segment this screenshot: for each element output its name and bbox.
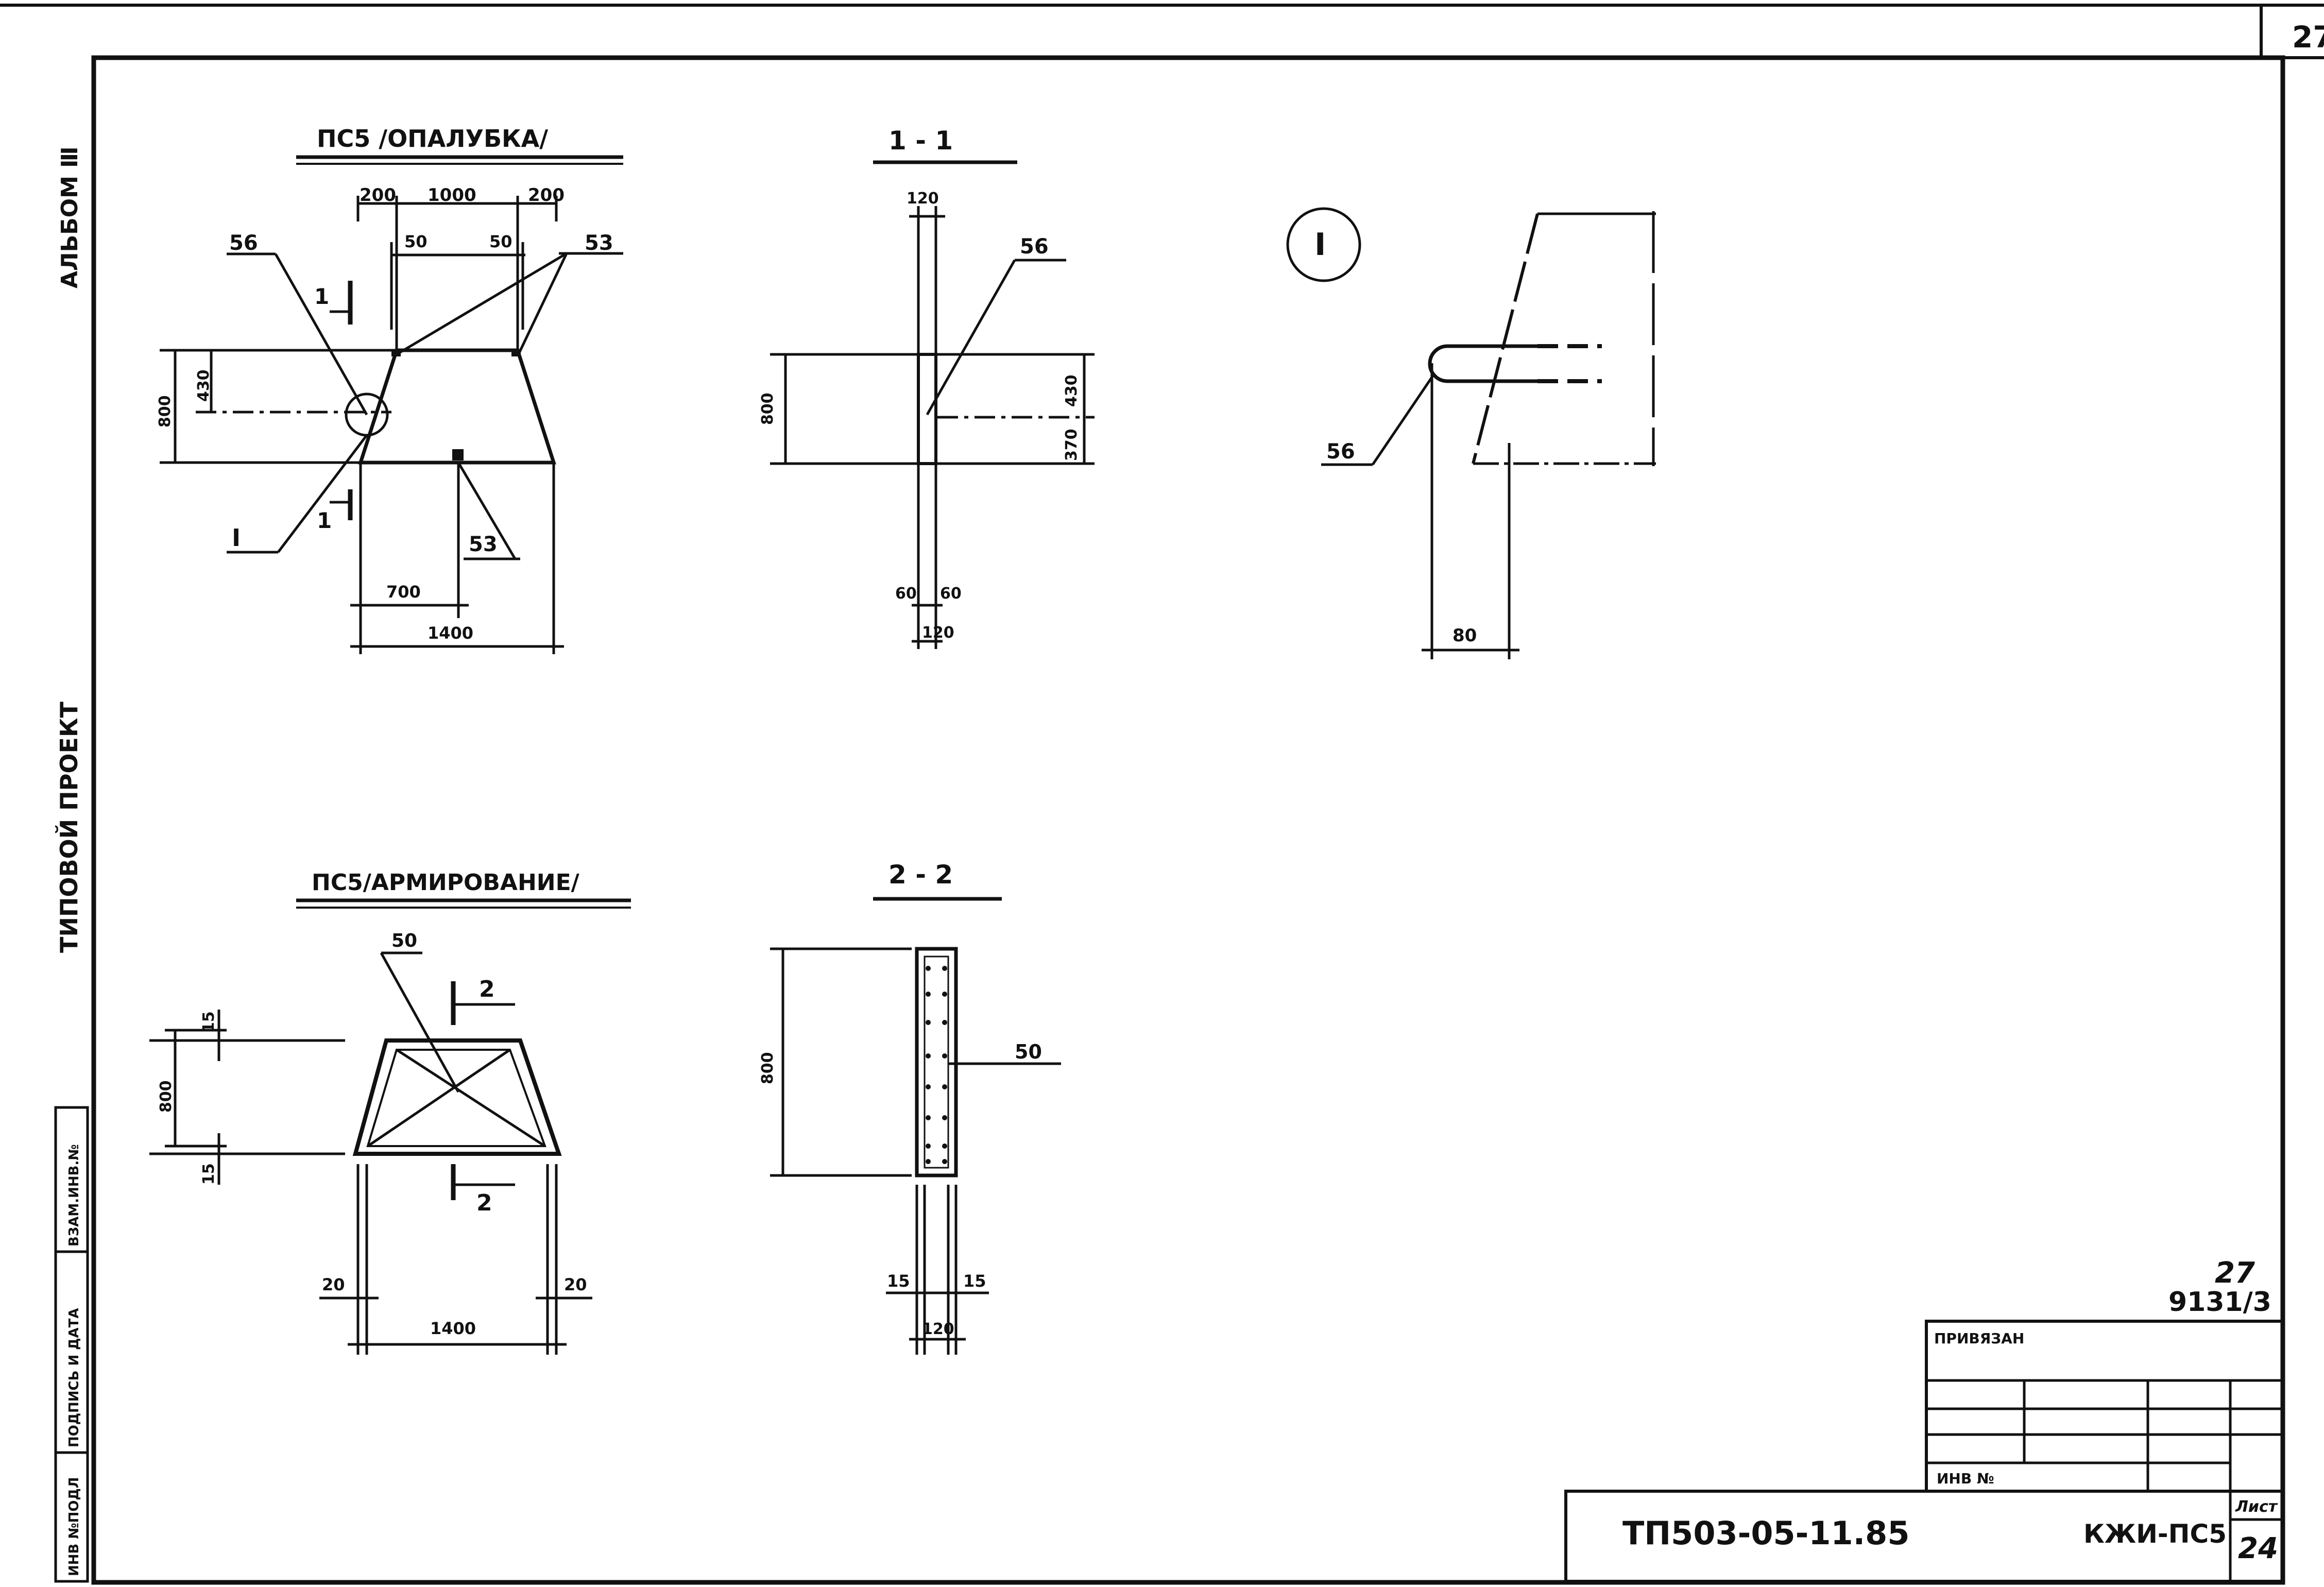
s22-dim-height: 800 bbox=[759, 1052, 777, 1084]
embedded-plate-right bbox=[511, 349, 521, 356]
section-2-2-outline bbox=[915, 947, 958, 1178]
dim-right-offset: 200 bbox=[528, 185, 565, 206]
rebar-dots bbox=[926, 966, 947, 1164]
formwork-view: ПС5 /ОПАЛУБКА/ 200 1000 200 50 50 430 80… bbox=[156, 125, 623, 654]
reinforcement-callout-50: 50 bbox=[391, 930, 417, 951]
dim-upper-part: 430 bbox=[195, 369, 213, 402]
sheet-corner-number: 27 bbox=[2292, 20, 2324, 55]
callout-mark-53-top: 53 bbox=[585, 231, 613, 255]
sheet-ref-top: 27 bbox=[2215, 1256, 2255, 1290]
dim-section-thickness-bottom: 120 bbox=[922, 624, 954, 642]
reinforcement-title: ПС5/АРМИРОВАНИЕ/ bbox=[312, 869, 580, 896]
stamp-signature-date: ПОДПИСЬ И ДАТА bbox=[66, 1308, 82, 1447]
node-I-callout-56: 56 bbox=[1326, 440, 1355, 464]
s22-dim-left-cover: 15 bbox=[887, 1271, 910, 1291]
section-1-1-view: 1 - 1 120 800 430 370 60 60 120 56 bbox=[759, 126, 1095, 649]
sheet-number: 24 bbox=[2238, 1532, 2278, 1565]
dim-section-height: 800 bbox=[759, 393, 777, 425]
reinf-dim-bottom-width: 1400 bbox=[430, 1319, 476, 1338]
section-2-2-title: 2 - 2 bbox=[888, 860, 953, 890]
s22-callout-50: 50 bbox=[1015, 1040, 1042, 1063]
reinf-dim-cover-bottom: 15 bbox=[200, 1163, 218, 1185]
project-code: ТП503-05-11.85 bbox=[1622, 1514, 1909, 1552]
dim-section-right-half: 60 bbox=[940, 585, 962, 603]
dim-inner-right: 50 bbox=[489, 232, 512, 251]
project-type-label: ТИПОВОЙ ПРОЕКТ bbox=[55, 702, 83, 953]
inv-label: ИНВ № bbox=[1937, 1470, 1994, 1487]
left-stamp bbox=[54, 1106, 89, 1583]
formwork-title: ПС5 /ОПАЛУБКА/ bbox=[317, 125, 548, 152]
dim-section-upper: 430 bbox=[1063, 374, 1081, 407]
embedded-plate-bottom bbox=[452, 449, 464, 460]
album-label: АЛЬБОМ Ⅲ bbox=[57, 146, 83, 288]
dim-left-offset: 200 bbox=[360, 185, 396, 206]
reinf-dim-left-cover: 20 bbox=[322, 1275, 345, 1294]
dim-top-width: 1000 bbox=[428, 185, 476, 206]
callout-node-I: I bbox=[232, 524, 241, 552]
s22-dim-thickness: 120 bbox=[922, 1320, 954, 1338]
section-2-2-view: 2 - 2 800 50 15 15 120 bbox=[759, 860, 1061, 1355]
node-I-dim-80: 80 bbox=[1452, 625, 1477, 646]
dim-to-center: 700 bbox=[386, 582, 421, 602]
callout-mark-53-bottom: 53 bbox=[469, 533, 498, 556]
reinf-dim-height: 800 bbox=[157, 1080, 175, 1113]
dim-inner-left: 50 bbox=[404, 232, 428, 251]
section-marker-1-top: 1 bbox=[314, 284, 329, 309]
section-1-1-title: 1 - 1 bbox=[888, 126, 953, 156]
formwork-outline bbox=[358, 348, 556, 465]
sheet-label: Лист bbox=[2235, 1498, 2278, 1516]
sheet-frame bbox=[0, 4, 2324, 1585]
dim-section-lower: 370 bbox=[1063, 429, 1081, 461]
drawing-mark: КЖИ-ПС5 bbox=[2083, 1519, 2227, 1549]
section-marker-2-top: 2 bbox=[479, 976, 495, 1002]
s22-dim-right-cover: 15 bbox=[963, 1271, 986, 1291]
title-block: 27 9131/3 ПРИВЯЗАН ИНВ № ТП503-05-11.85 … bbox=[1564, 1256, 2284, 1583]
section-1-1-callout-56: 56 bbox=[1020, 235, 1049, 259]
dim-section-left-half: 60 bbox=[895, 585, 917, 603]
stamp-original-inv: ИНВ №ПОДЛ bbox=[66, 1477, 82, 1576]
reinf-dim-right-cover: 20 bbox=[564, 1275, 587, 1294]
dim-height: 800 bbox=[156, 395, 174, 428]
bound-label: ПРИВЯЗАН bbox=[1934, 1330, 2024, 1347]
reinforcement-view: ПС5/АРМИРОВАНИЕ/ 50 15 800 15 20 20 1400… bbox=[149, 869, 631, 1355]
section-1-1-outline bbox=[917, 353, 937, 465]
section-marker-1-bottom: 1 bbox=[317, 508, 332, 533]
sheet-ref-bottom: 9131/3 bbox=[2168, 1287, 2271, 1318]
callout-mark-56: 56 bbox=[229, 231, 258, 255]
dim-section-thickness-top: 120 bbox=[907, 190, 939, 208]
node-I-symbol: I bbox=[1314, 227, 1326, 263]
dim-bottom-width: 1400 bbox=[428, 623, 473, 643]
section-marker-2-bottom: 2 bbox=[476, 1190, 492, 1216]
node-I-view: I 80 56 bbox=[1286, 207, 1656, 659]
reinf-dim-cover-top: 15 bbox=[200, 1011, 218, 1033]
stamp-replaced-inv: ВЗАМ.ИНВ.№ bbox=[66, 1144, 82, 1247]
